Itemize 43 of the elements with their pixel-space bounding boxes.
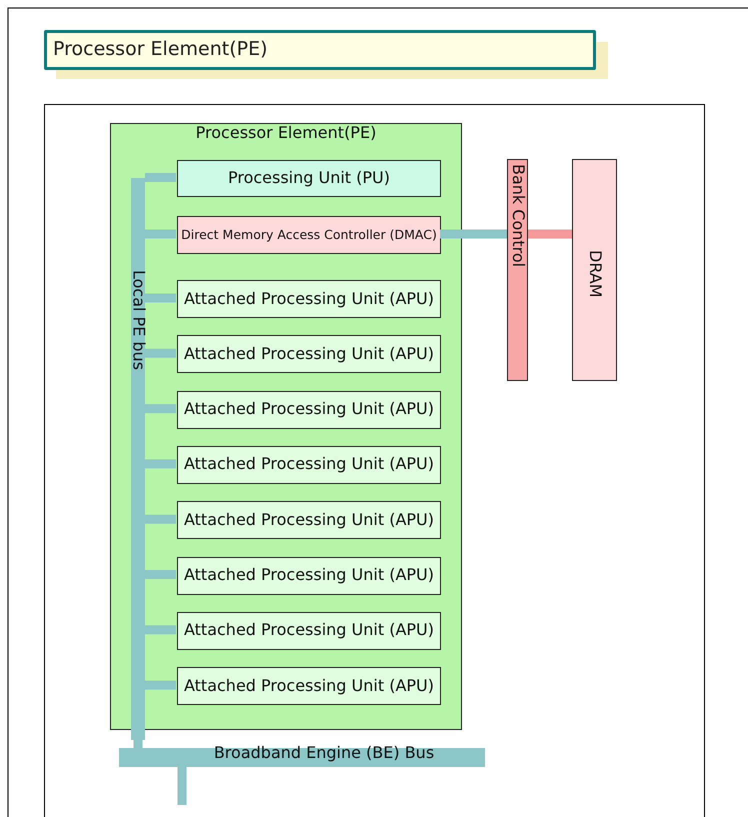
bus-connector — [145, 348, 176, 358]
box-label: Attached Processing Unit (APU) — [184, 567, 434, 584]
bus-connector — [145, 514, 176, 524]
box-label: Attached Processing Unit (APU) — [184, 346, 434, 363]
memory-box — [572, 159, 617, 381]
bus-connector — [145, 230, 176, 238]
bus-connector — [440, 230, 507, 238]
bus-label: Broadband Engine (BE) Bus — [212, 745, 436, 762]
bus-connector — [145, 625, 176, 634]
processor-element-box — [110, 123, 462, 730]
controller-box — [177, 216, 441, 254]
bus-label: Local PE bus — [130, 270, 146, 370]
box-label: Attached Processing Unit (APU) — [184, 678, 434, 694]
unit-box — [177, 446, 441, 484]
bus-connector — [145, 680, 176, 690]
unit-box — [177, 390, 441, 429]
unit-box — [177, 335, 441, 374]
box-label: Attached Processing Unit (APU) — [184, 456, 434, 474]
bus-connector — [145, 459, 176, 468]
group-heading: Processor Element(PE) — [196, 125, 376, 142]
box-label: DRAM — [586, 250, 603, 298]
bus-connector — [145, 404, 176, 414]
bus-connector — [528, 230, 572, 238]
unit-box — [177, 612, 441, 650]
box-label: Attached Processing Unit (APU) — [184, 622, 434, 640]
unit-box — [177, 501, 441, 540]
title-box: Processor Element(PE) — [44, 30, 596, 70]
box-label: Attached Processing Unit (APU) — [184, 290, 434, 308]
box-label: Attached Processing Unit (APU) — [184, 401, 434, 418]
unit-box — [177, 667, 441, 706]
box-label: Processing Unit (PU) — [228, 170, 390, 187]
bus-connector — [145, 173, 176, 182]
box-label: Attached Processing Unit (APU) — [184, 512, 434, 529]
unit-box — [177, 556, 441, 594]
box-label: Direct Memory Access Controller (DMAC) — [181, 228, 437, 242]
unit-box — [177, 280, 441, 318]
bus-connector — [134, 740, 142, 748]
bus-connector — [145, 294, 176, 302]
bus-connector — [145, 570, 176, 579]
memory-box — [507, 159, 528, 381]
bus-connector — [178, 767, 186, 805]
box-label: Bank Control — [509, 164, 526, 268]
unit-box — [177, 160, 441, 197]
